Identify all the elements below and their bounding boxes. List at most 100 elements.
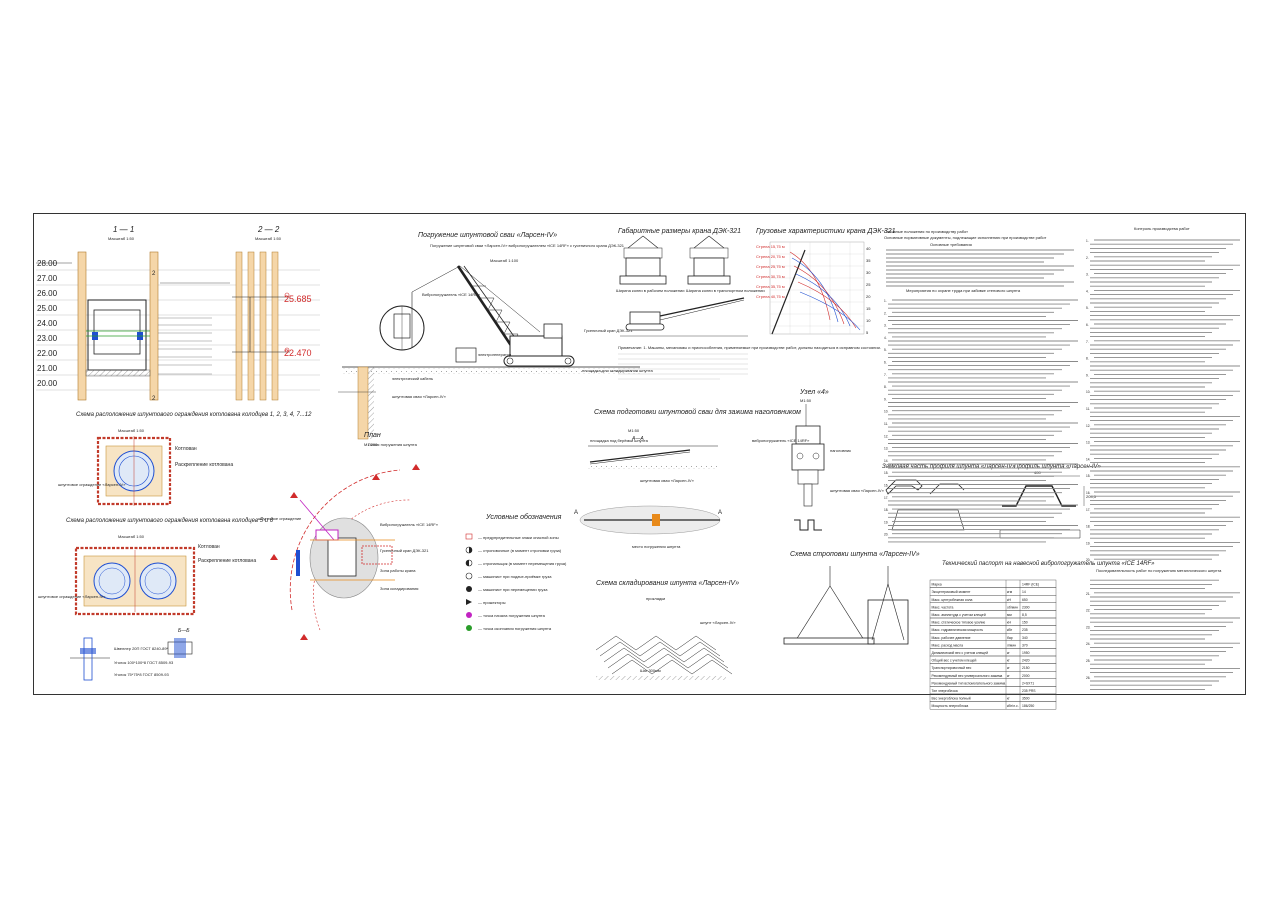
driving-scheme: Погружение шпунтовой сваи «Ларсен-IV» По…: [338, 231, 654, 447]
plan-view: План М1:200 Вибропогружатель «ICE 14RF» …: [258, 432, 439, 640]
level-22: 22.00: [37, 349, 58, 358]
spec-param: Макс. статическое тяговое усилие: [932, 621, 986, 625]
spec-param: Общий вес с учетом клещей: [932, 659, 977, 663]
spec-param: Макс. амплитуда с учетом клещей: [932, 613, 986, 617]
note-number: 2.: [1086, 256, 1089, 260]
driving-subtitle: Погружение шпунтовой сваи «Ларсен-IV» ви…: [430, 243, 625, 248]
load-title: Грузовые характеристики крана ДЭК-321: [756, 228, 896, 235]
note-number: 12.: [1086, 424, 1091, 428]
note-number: 3.: [1086, 273, 1089, 277]
nodes-detail: Швеллер 20П ГОСТ 8240-89* Уголок 100*100…: [70, 628, 193, 681]
note-number: 10.: [884, 410, 889, 414]
spec-unit: кгм: [1007, 590, 1013, 594]
dims-note: Примечание: 1. Машины, механизмы и присп…: [618, 345, 881, 350]
spec-value: 340: [1022, 636, 1028, 640]
node-label-3: Уголок 75*75*8 ГОСТ 8509-93: [114, 672, 170, 677]
prep-scale: М1:50: [628, 428, 640, 433]
note-number: 25.: [1086, 659, 1091, 663]
spec-value: 2300: [1022, 605, 1030, 609]
driving-label-crane: Гусеничный кран ДЭК-321: [584, 328, 633, 333]
spec-unit: кг: [1007, 651, 1010, 655]
level-24: 24.00: [37, 319, 58, 328]
y-15: 15: [866, 306, 871, 311]
plan-label-fence: шпунтовое ограждение: [258, 516, 302, 521]
sling-title: Схема строповки шпунта «Ларсен-IV»: [790, 551, 920, 558]
spec-param: Рекомендуемый вес универсального зажима: [932, 674, 1003, 678]
note-number: 15.: [1086, 474, 1091, 478]
shpunt-label-2: шпунтовое ограждение «Ларсен-IV»: [38, 594, 106, 599]
note-number: 13.: [1086, 441, 1091, 445]
spec-value: 2×SX71: [1022, 681, 1034, 685]
spec-value: 14: [1022, 590, 1026, 594]
spec-unit: кВт: [1007, 628, 1013, 632]
note-number: 18.: [884, 508, 889, 512]
dims-label-transport: Ширина колеи в транспортном положении: [686, 288, 765, 293]
legend-item-0: — предупредительные знаки опасной зоны: [465, 533, 559, 540]
sheet-pile-right: [149, 251, 159, 401]
storage-label-0: прокладки: [646, 596, 665, 601]
svg-text:— стропальщик (в момент переме: — стропальщик (в момент перемещения груз…: [478, 561, 567, 566]
notes-col-2: Контроль производства работ Последовател…: [1086, 226, 1240, 690]
node-4: Узел «4» М1:50 вибропогружатель «ICE 14R…: [752, 389, 885, 531]
plan-title: План: [364, 432, 381, 439]
plan-label-crane: Гусеничный кран ДЭК-321: [380, 548, 429, 553]
driving-label-gen: электрогенератор: [478, 352, 512, 357]
spec-value: 1950: [1022, 651, 1030, 655]
driving-label-cable: электрический кабель: [392, 376, 433, 381]
spec-table: Технический паспорт на навесной вибропог…: [929, 560, 1155, 710]
note-number: 2.: [884, 311, 887, 315]
y-10: 10: [866, 318, 871, 323]
prep-label-1: шпунтовая свая «Ларсен-IV»: [640, 478, 695, 483]
scheme-2: Схема расположения шпунтового ограждения…: [38, 518, 274, 616]
note-number: 24.: [1086, 642, 1091, 646]
spec-unit: кг: [1007, 697, 1010, 701]
section-2-2-title: 2 — 2: [257, 225, 280, 234]
level-20: 20.00: [37, 379, 58, 388]
mark-bottom: 22.470: [284, 348, 312, 358]
note-number: 19.: [884, 520, 889, 524]
spec-unit: л/мин: [1007, 643, 1016, 647]
dims-title: Габаритные размеры крана ДЭК-321: [618, 227, 741, 235]
note-number: 4.: [884, 336, 887, 340]
boom-5: Стрела 40,75 м: [756, 294, 785, 299]
spec-unit: бар: [1007, 636, 1013, 640]
legend-item-4: — машинист при перемещении груза: [466, 586, 548, 592]
note-number: 1.: [1086, 239, 1089, 243]
note-number: 12.: [884, 434, 889, 438]
svg-text:2: 2: [152, 396, 156, 402]
boom-3: Стрела 30,75 м: [756, 274, 785, 279]
prep-label-0: площадка под берёмки шпунта: [590, 438, 649, 443]
plan-label-storage: Зона складирования: [380, 586, 418, 591]
spec-value: 14RF (ICE): [1022, 583, 1039, 587]
load-chart: Грузовые характеристики крана ДЭК-321 Ст…: [756, 228, 896, 335]
legend-item-6: — точка начала погружения шпунта: [466, 612, 546, 618]
svg-text:— машинист при перемещении гру: — машинист при перемещении груза: [478, 587, 548, 592]
storage-scheme: Схема складирования шпунта «Ларсен-IV» п…: [595, 579, 739, 680]
raskreplenie-label-1: Раскрепление котлована: [175, 462, 233, 468]
legend: Условные обозначения — предупредительные…: [465, 513, 567, 631]
spec-value: 2000: [1022, 674, 1030, 678]
spec-unit: кН: [1007, 621, 1011, 625]
svg-text:— машинист при подаче-приёмке: — машинист при подаче-приёмке груза: [478, 574, 552, 579]
spec-param: Транспортировочный вес: [932, 666, 972, 670]
note-number: 8.: [884, 385, 887, 389]
spec-param: Тип энергоблока: [932, 689, 958, 693]
spec-unit: кВт/л.с.: [1007, 704, 1019, 708]
note-number: 16.: [1086, 491, 1091, 495]
svg-text:— точка начала погружения шпун: — точка начала погружения шпунта: [478, 613, 546, 618]
y-30: 30: [866, 270, 871, 275]
sheet-pile-left: [77, 251, 87, 401]
note-number: 4.: [1086, 289, 1089, 293]
spec-value: 370: [1022, 643, 1028, 647]
prep-section: А—А: [631, 436, 644, 442]
spec-unit: об/мин: [1007, 605, 1018, 609]
notes-col1-title: Основные положения по производству работ: [884, 229, 968, 234]
raskreplenie-label-2: Раскрепление котлована: [198, 558, 256, 564]
